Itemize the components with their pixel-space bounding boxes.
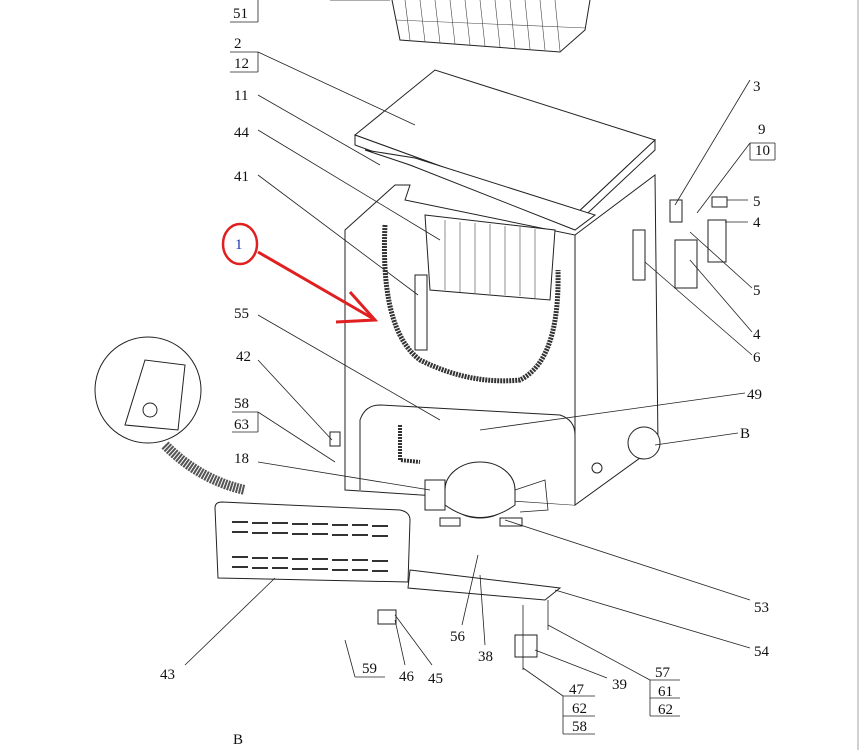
callout-61: 61 <box>658 684 673 700</box>
callout-43: 43 <box>160 667 175 683</box>
callout-4-lower: 4 <box>753 327 761 343</box>
basket-part <box>391 0 591 53</box>
callout-57: 57 <box>655 665 671 681</box>
callout-63: 63 <box>234 417 249 433</box>
callout-1: 1 <box>235 237 243 253</box>
callout-54: 54 <box>754 644 770 660</box>
callout-47: 47 <box>569 682 585 698</box>
callout-42: 42 <box>236 349 251 365</box>
detail-b-label: B <box>233 732 243 748</box>
callout-44: 44 <box>234 125 250 141</box>
callout-12: 12 <box>234 56 249 72</box>
callout-5: 5 <box>753 194 761 210</box>
callout-5-lower: 5 <box>753 283 761 299</box>
callout-38: 38 <box>478 649 493 665</box>
callout-49: 49 <box>747 387 762 403</box>
callout-41: 41 <box>234 169 249 185</box>
callout-56: 56 <box>450 629 466 645</box>
callout-11: 11 <box>234 88 248 104</box>
red-annotation <box>221 222 379 324</box>
callout-2: 2 <box>234 36 242 52</box>
callout-6: 6 <box>753 350 761 366</box>
callout-55: 55 <box>234 306 249 322</box>
hinge-parts <box>329 196 728 658</box>
cabinet-body-part <box>344 174 661 506</box>
callout-62: 62 <box>658 702 673 718</box>
callout-b-detail: B <box>740 426 750 442</box>
callout-59: 59 <box>362 661 377 677</box>
callout-46: 46 <box>399 669 415 685</box>
page-scrollbar-edge <box>857 0 859 750</box>
callout-58: 58 <box>234 396 249 412</box>
leader-lines <box>184 0 776 735</box>
callout-10: 10 <box>755 143 770 159</box>
callout-4: 4 <box>753 215 761 231</box>
callout-51: 51 <box>233 6 248 22</box>
callout-18: 18 <box>234 451 249 467</box>
lid-part <box>353 69 656 231</box>
callout-3: 3 <box>753 79 761 95</box>
rear-cover-panel-part <box>214 501 411 583</box>
callout-39: 39 <box>612 677 627 693</box>
compressor-part <box>424 461 549 527</box>
callout-53: 53 <box>754 600 769 616</box>
base-plate-part <box>407 569 562 601</box>
callout-58-lower: 58 <box>572 719 587 735</box>
callout-62-lower: 62 <box>572 701 587 717</box>
detail-b-inset <box>94 336 247 495</box>
callout-45: 45 <box>428 671 443 687</box>
callout-9: 9 <box>758 122 766 138</box>
